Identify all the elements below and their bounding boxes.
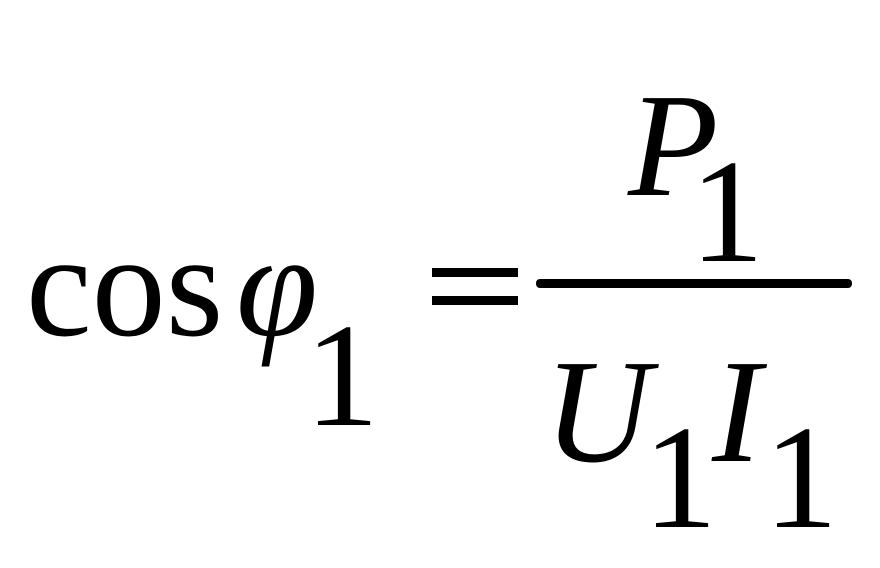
- denominator-current-symbol: I: [712, 330, 762, 494]
- equals-line-top: [432, 268, 518, 277]
- denominator-current-subscript: 1: [764, 396, 838, 560]
- numerator-power-subscript: 1: [690, 130, 764, 294]
- fraction-bar: [536, 279, 852, 288]
- phi-symbol: φ: [236, 204, 318, 368]
- denominator-voltage-symbol: U: [544, 330, 651, 494]
- equals-line-bottom: [432, 296, 518, 305]
- denominator-voltage-subscript: 1: [643, 396, 717, 560]
- numerator-power-symbol: P: [628, 64, 719, 228]
- cos-function-label: cos: [26, 204, 224, 368]
- phi-subscript: 1: [305, 294, 379, 458]
